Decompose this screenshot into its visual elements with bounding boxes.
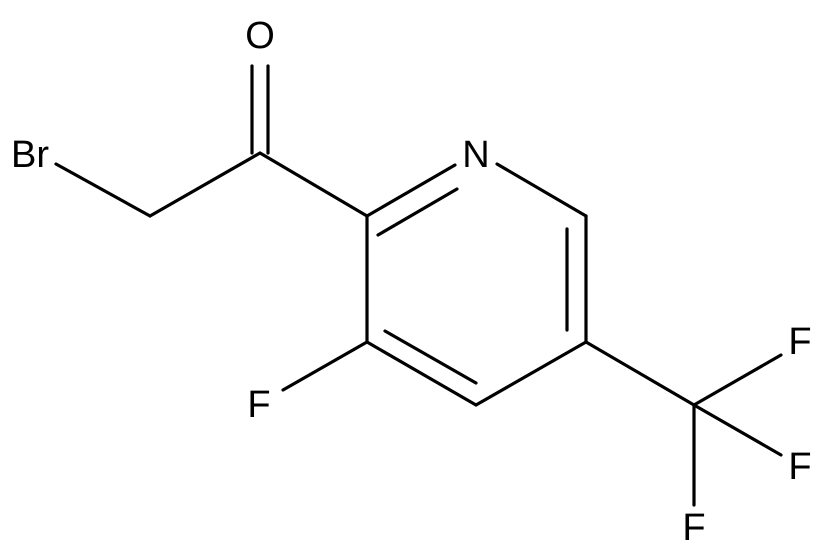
bond-cf3-f1	[692, 353, 783, 407]
atom-bromine: Br	[11, 134, 49, 176]
bond-n-c6	[495, 162, 588, 218]
bond-c5-cf3	[584, 340, 696, 407]
atom-oxygen: O	[245, 15, 275, 57]
bonds	[54, 64, 783, 507]
bond-c2-n-1	[365, 163, 457, 218]
bond-c4-c3-1	[365, 340, 478, 407]
bond-c3-f	[281, 340, 369, 392]
atom-fluorine-ring: F	[247, 384, 270, 426]
atom-fluorine-cf3-1: F	[788, 321, 811, 363]
bond-ch2-carbonyl	[148, 151, 262, 218]
bond-c4-c3-2	[383, 329, 478, 385]
bond-br-ch2	[54, 162, 152, 218]
bond-cf3-f2	[692, 403, 783, 457]
atom-fluorine-cf3-3: F	[682, 507, 705, 549]
bond-carbonyl-c2	[258, 151, 369, 218]
atom-labels: O N Br F F F F	[11, 15, 812, 549]
atom-nitrogen: N	[462, 134, 489, 176]
bond-c5-c4	[474, 340, 588, 407]
bond-c2-n-2	[376, 187, 459, 237]
atom-fluorine-cf3-2: F	[788, 446, 811, 488]
